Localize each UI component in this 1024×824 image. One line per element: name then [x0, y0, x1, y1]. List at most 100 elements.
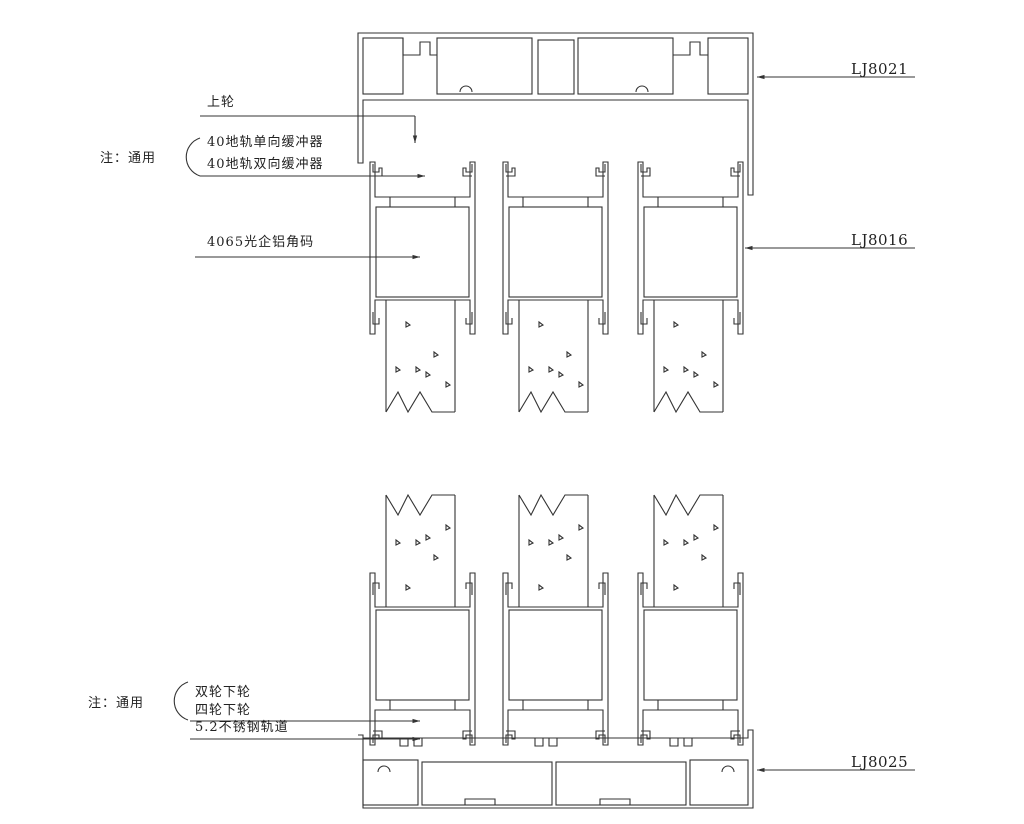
glass-mark [558, 370, 565, 378]
sash-hook [465, 312, 473, 325]
glass-panel [518, 299, 589, 414]
sash-lip [657, 699, 724, 710]
glass-mark [445, 380, 452, 388]
top-frame-chamber [577, 37, 674, 95]
top-frame-slot [673, 41, 708, 56]
glass-mark [528, 365, 535, 373]
glass-mark [673, 320, 680, 328]
glass-mark [663, 365, 670, 373]
glass-mark [528, 538, 535, 546]
label-corner-connector: 4065光企铝角码 [207, 235, 315, 250]
glass-mark [578, 380, 585, 388]
glass-mark [548, 538, 555, 546]
glass-mark [713, 523, 720, 531]
bottom-frame-lj8025 [358, 729, 754, 809]
sash-hook [372, 730, 383, 743]
top-frame-clip [459, 85, 473, 93]
sash-hook [733, 582, 741, 595]
bottom-frame-foot [464, 798, 631, 805]
glass-mark [701, 350, 708, 358]
top-frame-chamber [707, 37, 749, 95]
bottom-frame-clip [377, 765, 391, 773]
sash-hook [462, 730, 473, 743]
sash-chamber [375, 609, 470, 701]
sash-profile-lj8016 [369, 161, 476, 335]
sash-lip [522, 197, 589, 208]
glass-mark [566, 553, 573, 561]
sash-profile-lj8016 [502, 572, 609, 746]
bottom-track [399, 737, 423, 747]
note-general-top: 注：通用 [100, 151, 157, 166]
glass-mark [425, 533, 432, 541]
glass-mark [558, 533, 565, 541]
sash-lip [522, 699, 589, 710]
top-frame-center [537, 39, 575, 95]
code-lj8025: LJ8025 [851, 753, 909, 771]
glass-mark [673, 583, 680, 591]
sash-hook [598, 312, 606, 325]
note-general-bottom: 注：通用 [88, 696, 145, 711]
sash-profile-lj8016 [502, 161, 609, 335]
sash-lip [389, 699, 456, 710]
sash-hook [505, 730, 516, 743]
glass-mark [548, 365, 555, 373]
sash-profile-lj8016 [369, 572, 476, 746]
glass-mark [693, 533, 700, 541]
sash-hook [640, 164, 651, 177]
glass-mark [405, 583, 412, 591]
top-frame-clip [635, 85, 649, 93]
sash-hook [640, 312, 648, 325]
sash-hook [640, 582, 648, 595]
glass-mark [683, 538, 690, 546]
glass-mark [538, 583, 545, 591]
sash-hook [598, 582, 606, 595]
sash-chamber [643, 206, 738, 298]
sash-hook [595, 730, 606, 743]
sash-hook [372, 312, 380, 325]
sash-profile-lj8016 [637, 161, 744, 335]
sash-hook [595, 164, 606, 177]
sash-lip [389, 197, 456, 208]
top-frame-chamber [362, 37, 404, 95]
glass-mark [683, 365, 690, 373]
code-lj8021: LJ8021 [851, 60, 909, 78]
sash-hook [505, 164, 516, 177]
glass-mark [701, 553, 708, 561]
sash-chamber [508, 609, 603, 701]
bottom-track [669, 737, 693, 747]
sash-hook [505, 312, 513, 325]
glass-mark [566, 350, 573, 358]
glass-mark [395, 538, 402, 546]
glass-mark [713, 380, 720, 388]
sash-hook [505, 582, 513, 595]
glass-mark [538, 320, 545, 328]
bottom-track [534, 737, 558, 747]
bottom-frame-chamber [421, 761, 553, 806]
sash-chamber [375, 206, 470, 298]
glass-panel [653, 493, 724, 608]
glass-mark [405, 320, 412, 328]
label-track: 5.2不锈钢轨道 [195, 720, 289, 735]
glass-mark [395, 365, 402, 373]
sash-hook [462, 164, 473, 177]
glass-mark [693, 370, 700, 378]
glass-mark [433, 553, 440, 561]
top-frame-chamber [436, 37, 533, 95]
glass-mark [578, 523, 585, 531]
bottom-frame-clip [721, 765, 735, 773]
glass-mark [415, 365, 422, 373]
label-double-buffer: 40地轨双向缓冲器 [207, 157, 324, 172]
top-frame-slot [402, 38, 437, 56]
glass-panel [653, 299, 724, 414]
sash-chamber [508, 206, 603, 298]
sash-chamber [643, 609, 738, 701]
glass-panel [385, 299, 456, 414]
sash-hook [465, 582, 473, 595]
glass-mark [425, 370, 432, 378]
glass-panel [518, 493, 589, 608]
note-bracket-bottom [173, 681, 189, 721]
bottom-frame-chamber [362, 759, 419, 806]
sash-hook [372, 582, 380, 595]
glass-mark [445, 523, 452, 531]
sash-hook [730, 730, 741, 743]
